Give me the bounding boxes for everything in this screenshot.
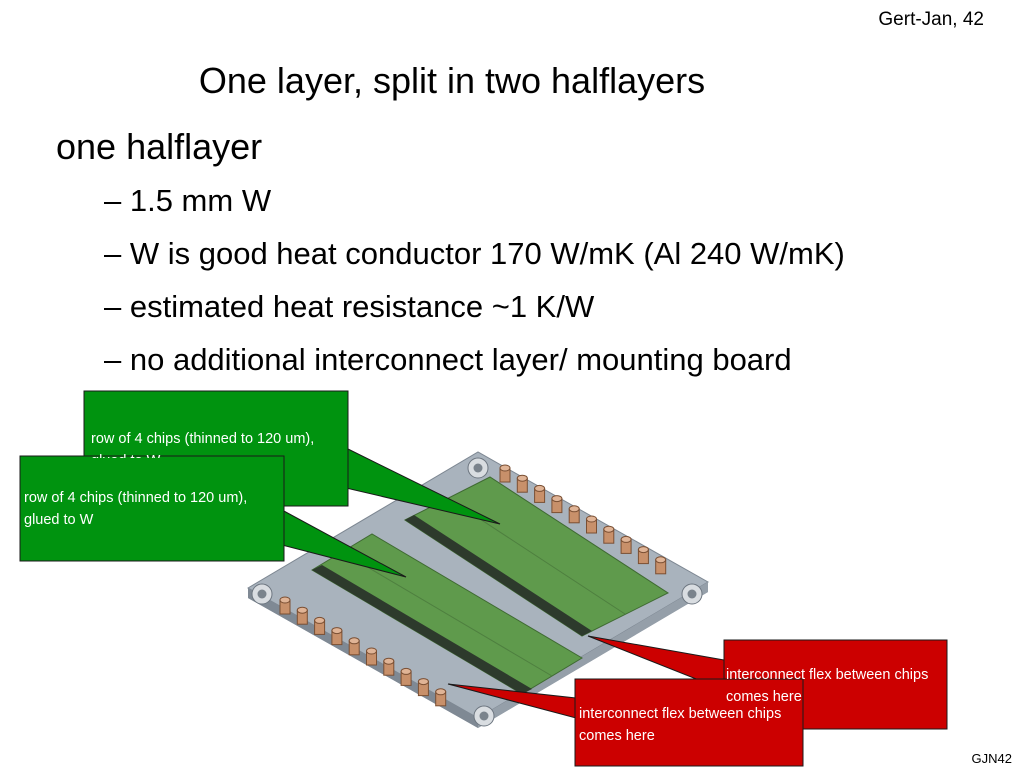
connector-pin-top [279,596,291,604]
connector-pin-top [516,474,528,482]
callout-chips-front [19,455,407,578]
callout-flex-front-text: interconnect flex between chips comes he… [579,706,782,744]
slide-title: One layer, split in two halflayers [198,60,706,101]
slide-number-header: Gert-Jan, 42 [878,9,984,30]
mounting-holes [251,457,703,727]
connector-pin-top [366,647,377,655]
connector-pin-top [331,627,343,635]
connector-pin-top [499,464,511,472]
callout-flex-back-text: interconnect flex between chips comes he… [726,667,929,705]
sub-bullet: – W is good heat conductor 170 W/mK (Al … [104,236,845,271]
main-bullet: one halflayer [56,126,263,167]
connector-pin-top [348,637,360,645]
connector-pin-top [637,546,649,554]
connector-pin-top [568,505,580,513]
connector-pin-top [296,606,308,614]
connector-pin-top [534,484,546,492]
callout-chips-back-text: row of 4 chips (thinned to 120 um), glue… [91,431,315,458]
connectors-back [499,464,667,575]
connector-pin-top [314,616,326,624]
connector-pin-top [603,525,615,533]
connectors-front [279,596,447,707]
connector-pin-top [655,556,667,564]
sub-bullet: – no additional interconnect layer/ moun… [104,342,792,377]
slide-number-footer: GJN42 [971,751,1012,766]
connector-pin-top [417,678,429,686]
connector-pin-top [400,667,412,675]
callout-chips-front-text: row of 4 chips (thinned to 120 um), glue… [24,490,248,528]
connector-pin-top [586,515,597,523]
sub-bullet: – 1.5 mm W [104,183,272,218]
chip-row-front [311,533,583,695]
connector-pin-top [383,657,395,665]
connector-pin-top [435,688,447,696]
connector-pin-top [620,535,632,543]
connector-pin-top [551,495,563,503]
sub-bullet: – estimated heat resistance ~1 K/W [104,289,595,324]
callout-flex-front [447,678,804,767]
